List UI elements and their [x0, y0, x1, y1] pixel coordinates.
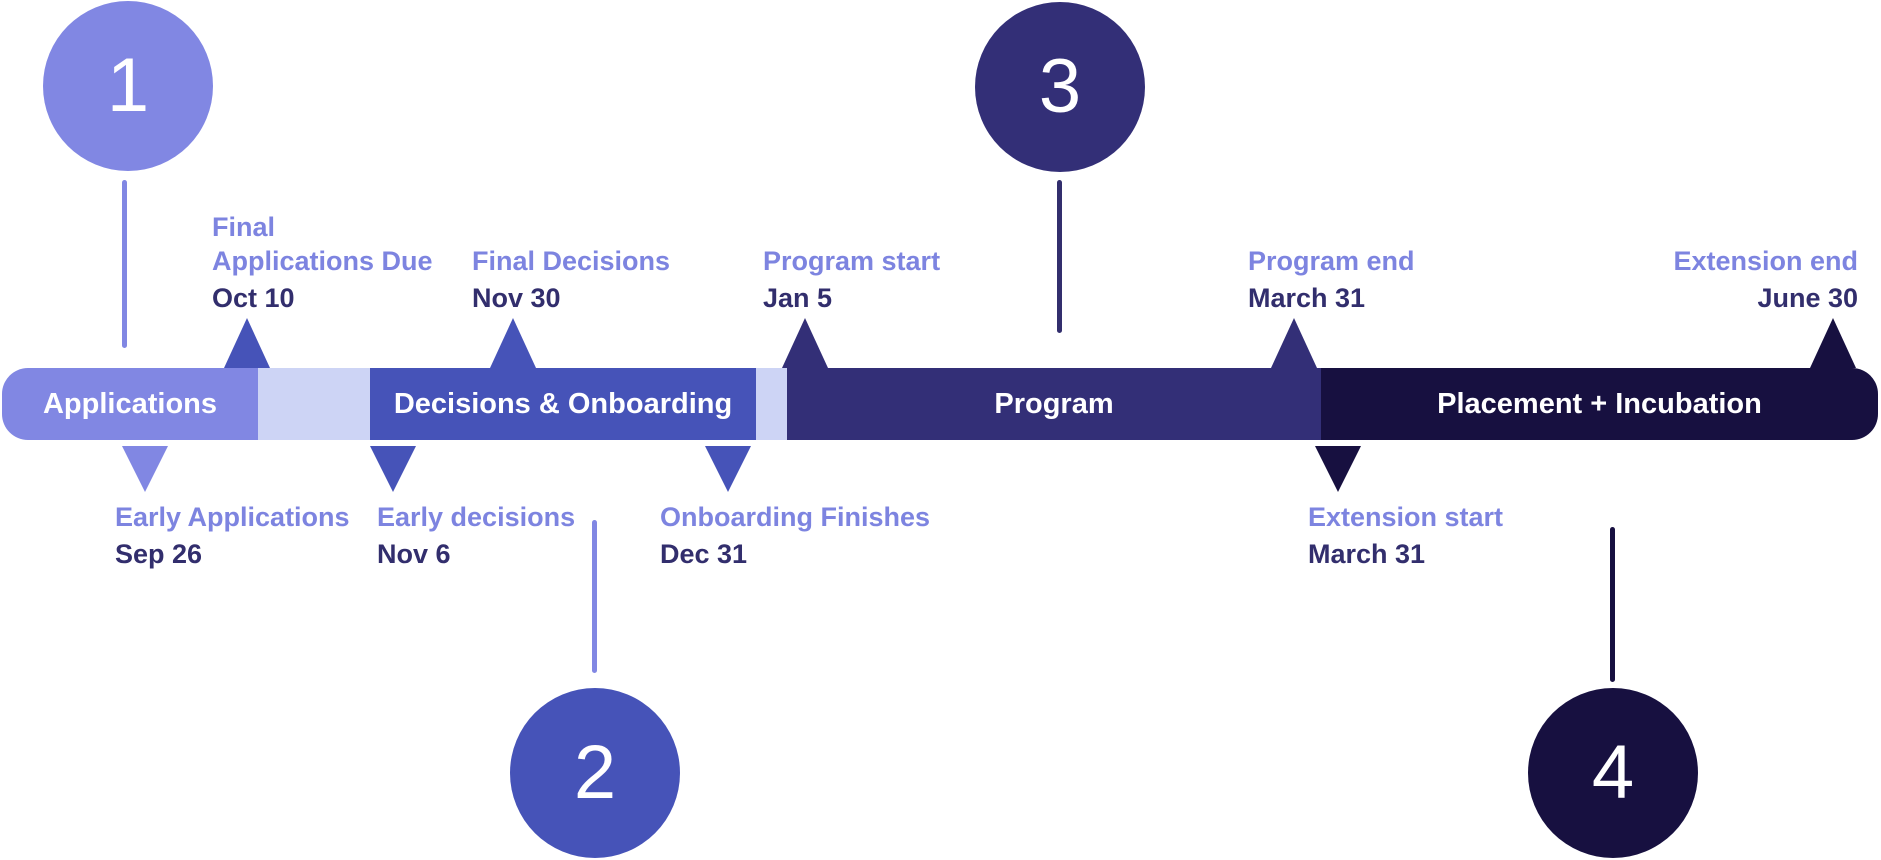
marker-down-sep-26-icon	[122, 446, 168, 492]
milestone-date: March 31	[1308, 539, 1426, 569]
phase-circle-3: 3	[975, 2, 1145, 172]
segment-placement-incubation: Placement + Incubation	[1321, 368, 1878, 440]
milestone-title: Final Decisions	[472, 246, 671, 276]
milestone-onboarding-finishes: Onboarding Finishes Dec 31	[660, 500, 930, 571]
connector-line-phase-4	[1610, 527, 1615, 682]
milestone-date: June 30	[1757, 283, 1858, 313]
marker-up-nov-30-icon	[490, 318, 536, 368]
connector-line-phase-1	[122, 180, 127, 348]
timeline-bar: Applications Decisions & Onboarding Prog…	[2, 368, 1878, 440]
connector-line-phase-3	[1057, 180, 1062, 333]
milestone-title: Program end	[1248, 246, 1415, 276]
milestone-extension-start: Extension start March 31	[1308, 500, 1503, 571]
milestone-final-decisions: Final Decisions Nov 30	[472, 244, 670, 315]
milestone-date: Oct 10	[212, 283, 295, 313]
milestone-date: Nov 30	[472, 283, 561, 313]
marker-down-march-31-icon	[1315, 446, 1361, 492]
milestone-title: Extension end	[1673, 246, 1858, 276]
marker-down-nov-6-icon	[370, 446, 416, 492]
milestone-program-end: Program end March 31	[1248, 244, 1415, 315]
milestone-title: Program start	[763, 246, 941, 276]
milestone-title: Onboarding Finishes	[660, 502, 931, 532]
marker-up-march-31-icon	[1271, 318, 1317, 368]
milestone-extension-end: Extension end June 30	[1673, 244, 1858, 315]
phase-circle-4: 4	[1528, 688, 1698, 858]
marker-down-dec-31-icon	[705, 446, 751, 492]
milestone-early-applications: Early Applications Sep 26	[115, 500, 350, 571]
phase-circle-2: 2	[510, 688, 680, 858]
milestone-date: Dec 31	[660, 539, 748, 569]
marker-up-oct-10-icon	[224, 318, 270, 368]
milestone-date: Jan 5	[763, 283, 833, 313]
milestone-title: Early Applications	[115, 502, 350, 532]
milestone-early-decisions: Early decisions Nov 6	[377, 500, 575, 571]
phase-circle-1: 1	[43, 1, 213, 171]
segment-gap-2	[756, 368, 787, 440]
milestone-date: Nov 6	[377, 539, 451, 569]
segment-decisions-onboarding: Decisions & Onboarding	[370, 368, 756, 440]
connector-line-phase-2	[592, 520, 597, 673]
segment-program: Program	[787, 368, 1321, 440]
segment-applications: Applications	[2, 368, 258, 440]
milestone-title: Early decisions	[377, 502, 576, 532]
milestone-program-start: Program start Jan 5	[763, 244, 940, 315]
milestone-date: Sep 26	[115, 539, 203, 569]
marker-up-june-30-icon	[1810, 318, 1856, 368]
milestone-title: Final	[212, 212, 276, 242]
segment-gap-1	[258, 368, 370, 440]
milestone-title: Applications Due	[212, 246, 433, 276]
marker-up-jan-5-icon	[782, 318, 828, 368]
milestone-date: March 31	[1248, 283, 1366, 313]
milestone-title: Extension start	[1308, 502, 1504, 532]
milestone-final-applications-due: Final Applications Due Oct 10	[212, 210, 433, 315]
